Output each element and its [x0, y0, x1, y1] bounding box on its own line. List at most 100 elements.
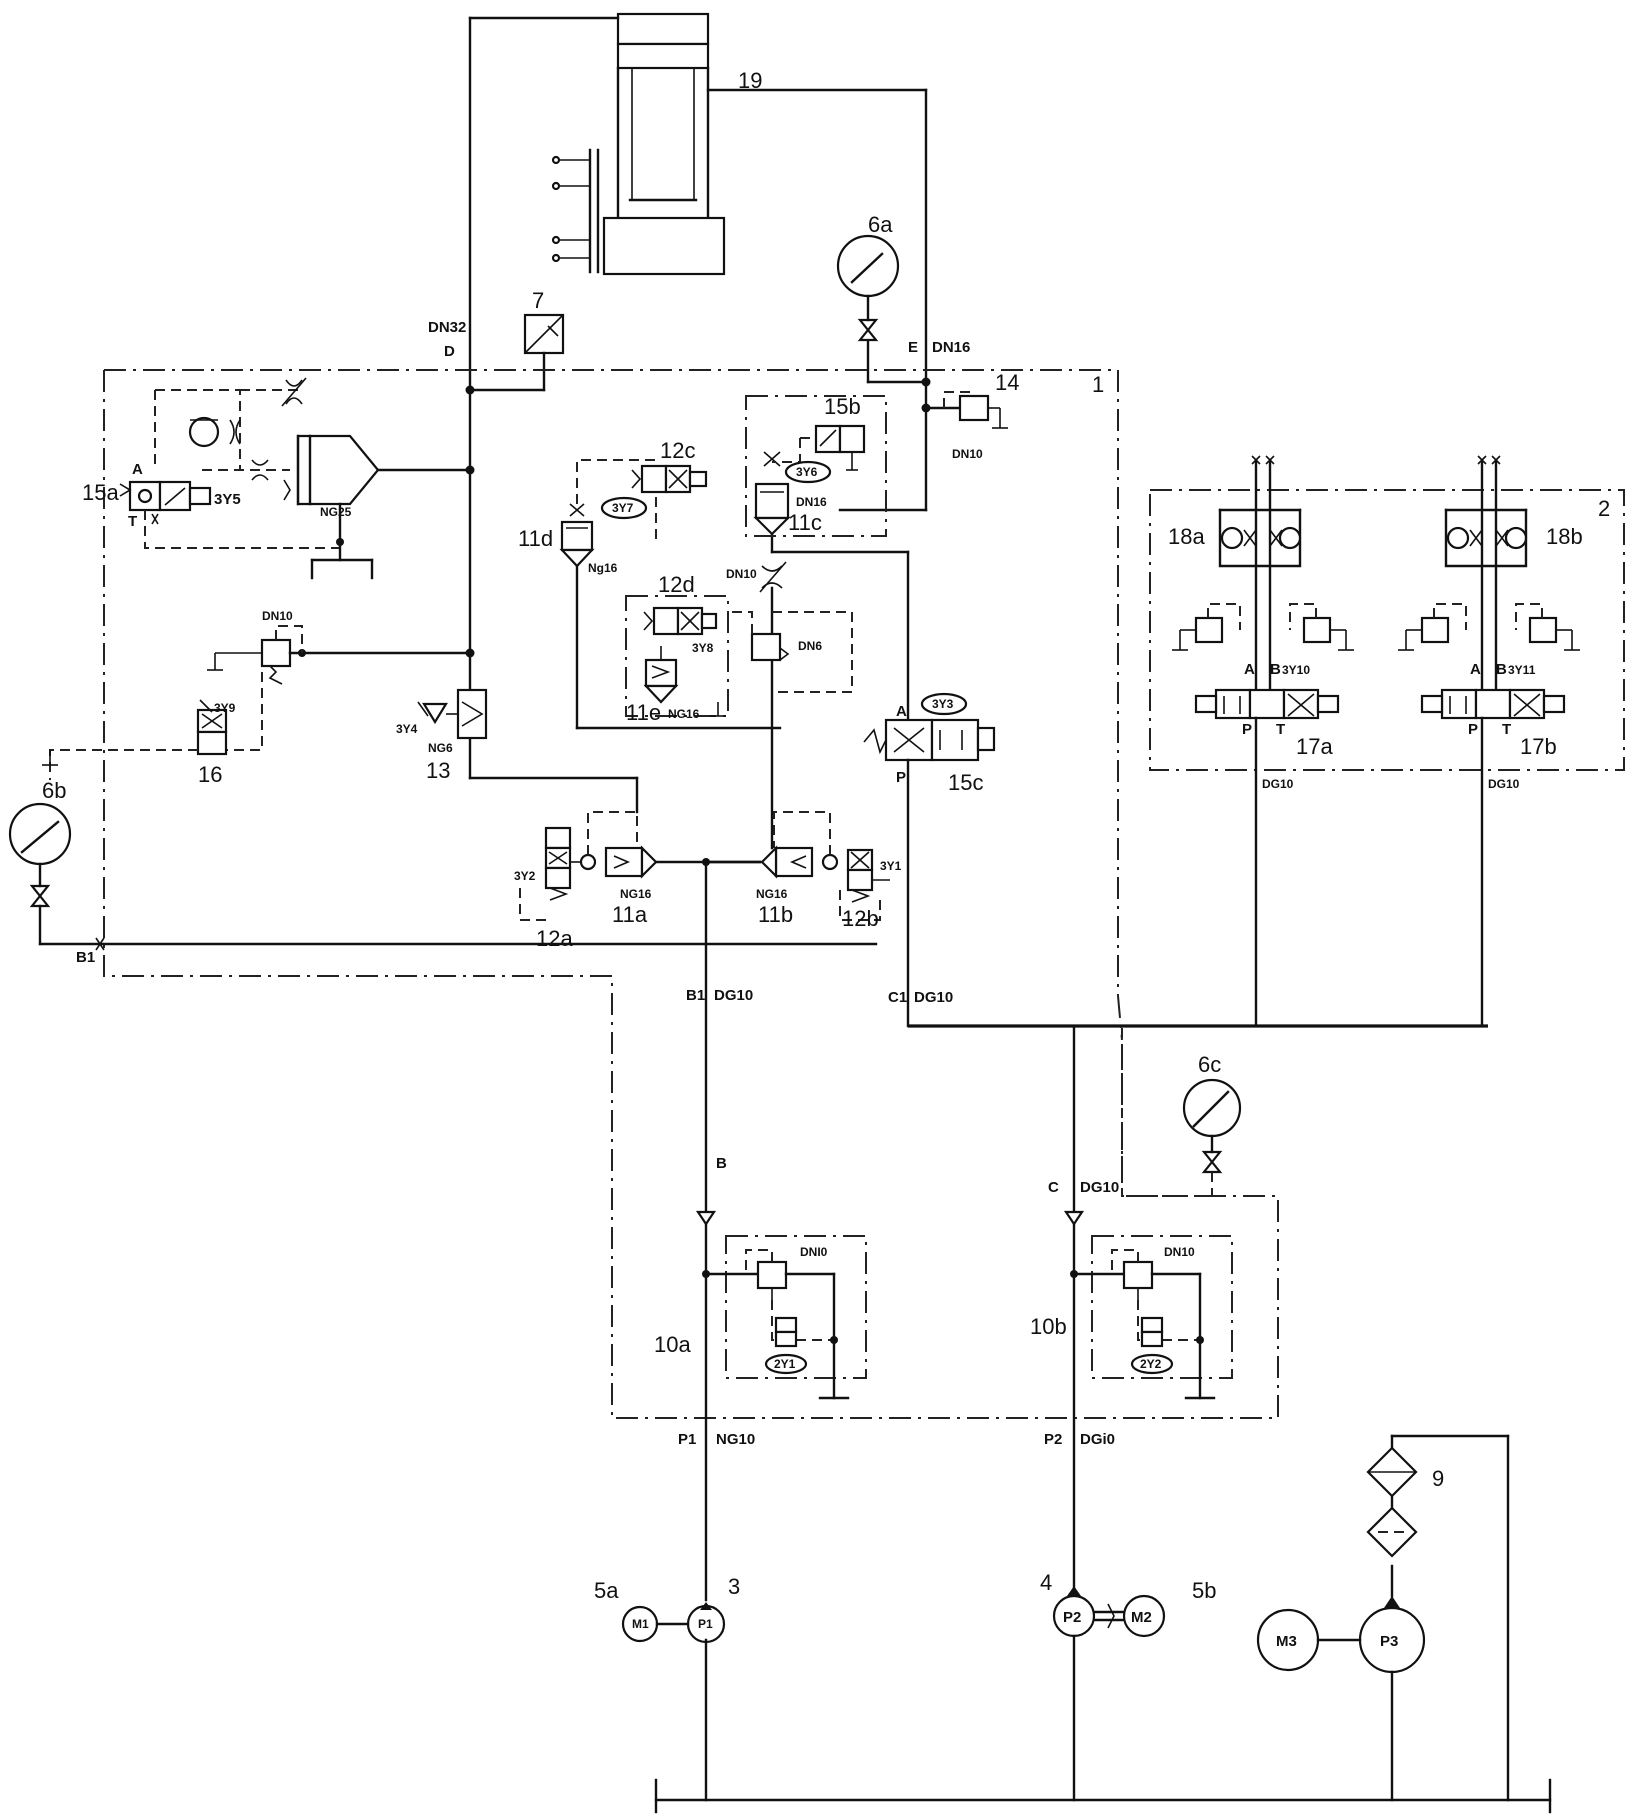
label-t-17b: T [1502, 721, 1511, 738]
cartridge-11e [643, 646, 726, 717]
label-d: D [444, 343, 455, 360]
unload-valve-10b [1063, 1210, 1233, 1400]
label-dn6: DN6 [798, 639, 822, 653]
label-e: E [908, 339, 918, 356]
label-p3: P3 [1380, 1633, 1398, 1650]
label-11a: 11a [612, 902, 648, 927]
check-valve-11b [702, 811, 839, 879]
reservoir [654, 1634, 1552, 1814]
label-3y9: 3Y9 [214, 701, 236, 715]
label-m3: M3 [1276, 1633, 1297, 1650]
label-17a: 17a [1296, 734, 1333, 759]
label-m1: M1 [632, 1617, 649, 1631]
label-15c: 15c [948, 770, 983, 795]
label-3y2: 3Y2 [514, 869, 536, 883]
label-dg10-c: DG10 [1080, 1179, 1119, 1196]
solenoid-tag-3y6 [784, 460, 832, 484]
label-12c: 12c [660, 438, 695, 463]
label-p-17b: P [1468, 721, 1478, 738]
line-e [706, 88, 931, 512]
label-ng16-11a: NG16 [620, 887, 652, 901]
label-15b: 15b [824, 394, 861, 419]
valve-13 [417, 688, 488, 778]
label-a-17b: A [1470, 661, 1481, 678]
label-dg10-c1: DG10 [914, 989, 953, 1006]
manifold-block-1 [103, 369, 1279, 1419]
label-p-17a: P [1242, 721, 1252, 738]
label-12a: 12a [536, 926, 573, 951]
valve-12b [839, 848, 890, 921]
label-4: 4 [1040, 1570, 1052, 1595]
label-a-15c: A [896, 703, 907, 720]
label-ng25: NG25 [320, 505, 352, 519]
label-3y5: 3Y5 [214, 491, 241, 508]
check-valve-11a [570, 811, 762, 879]
label-a-15a: A [132, 461, 143, 478]
label-t-15a: T [128, 513, 137, 530]
label-6c: 6c [1198, 1052, 1221, 1077]
label-ng16-11d: Ng16 [588, 561, 618, 575]
label-dn10-10b: DN10 [1164, 1245, 1195, 1259]
label-3y8: 3Y8 [692, 641, 714, 655]
cartridge-11c [753, 451, 910, 746]
throttle-top [281, 377, 307, 407]
label-3y11: 3Y11 [1508, 663, 1536, 677]
line-c1 [908, 1024, 1488, 1602]
relief-valve-dn6 [732, 611, 853, 693]
label-dn16-11c: DN16 [796, 495, 827, 509]
label-11d: 11d [518, 526, 553, 551]
manifold-block-2 [1149, 489, 1625, 771]
label-p2-pump: P2 [1063, 1609, 1081, 1626]
module-17a [1172, 455, 1354, 1028]
label-3y4: 3Y4 [396, 722, 418, 736]
label-10a: 10a [654, 1332, 691, 1357]
label-3: 3 [728, 1574, 740, 1599]
unload-valve-10a [695, 1210, 867, 1602]
pressure-gauge-6c [1121, 1026, 1242, 1197]
label-15a: 15a [82, 480, 119, 505]
label-p-15c: P [896, 769, 906, 786]
solenoid-tag-3y7 [600, 496, 648, 520]
label-1: 1 [1092, 372, 1104, 397]
pressure-gauge-6b [8, 750, 72, 946]
label-c: C [1048, 1179, 1059, 1196]
label-5b: 5b [1192, 1578, 1216, 1603]
label-p1-pump: P1 [698, 1617, 713, 1631]
label-b1: B1 [686, 987, 705, 1004]
line-b1 [38, 860, 878, 1212]
label-12d: 12d [658, 572, 695, 597]
label-ng16-11b: NG16 [756, 887, 788, 901]
cartridge-11d [559, 459, 782, 730]
label-a-17a: A [1244, 661, 1255, 678]
label-13: 13 [426, 758, 450, 783]
label-3y10: 3Y10 [1282, 663, 1310, 677]
module-17b [1398, 455, 1580, 1028]
pressure-switch-7 [468, 313, 565, 392]
relief-valve-14 [924, 391, 1008, 429]
pump-unit-3 [1256, 1434, 1510, 1802]
label-18a: 18a [1168, 524, 1205, 549]
solenoid-tag-3y3 [920, 692, 968, 716]
label-dn10-throttle: DN10 [726, 567, 757, 581]
sub-block-12d [625, 595, 729, 717]
label-3y3: 3Y3 [932, 697, 954, 711]
label-2: 2 [1598, 496, 1610, 521]
prefill-valve-ng25 [144, 389, 472, 580]
label-16: 16 [198, 762, 222, 787]
label-t-17a: T [1276, 721, 1285, 738]
label-m2: M2 [1131, 1609, 1152, 1626]
label-c1: C1 [888, 989, 907, 1006]
valve-15c [863, 718, 996, 1028]
label-b1-left: B1 [76, 949, 95, 966]
pressure-gauge-6a [836, 234, 900, 342]
label-14: 14 [995, 370, 1019, 395]
valve-12a [519, 826, 572, 921]
label-11c: 11c [788, 510, 822, 535]
label-7: 7 [532, 288, 544, 313]
label-dn32: DN32 [428, 319, 466, 336]
label-dg10-p2: DGi0 [1080, 1431, 1115, 1448]
label-6b: 6b [42, 778, 66, 803]
label-b: B [716, 1155, 727, 1172]
cylinder-19 [551, 12, 726, 276]
